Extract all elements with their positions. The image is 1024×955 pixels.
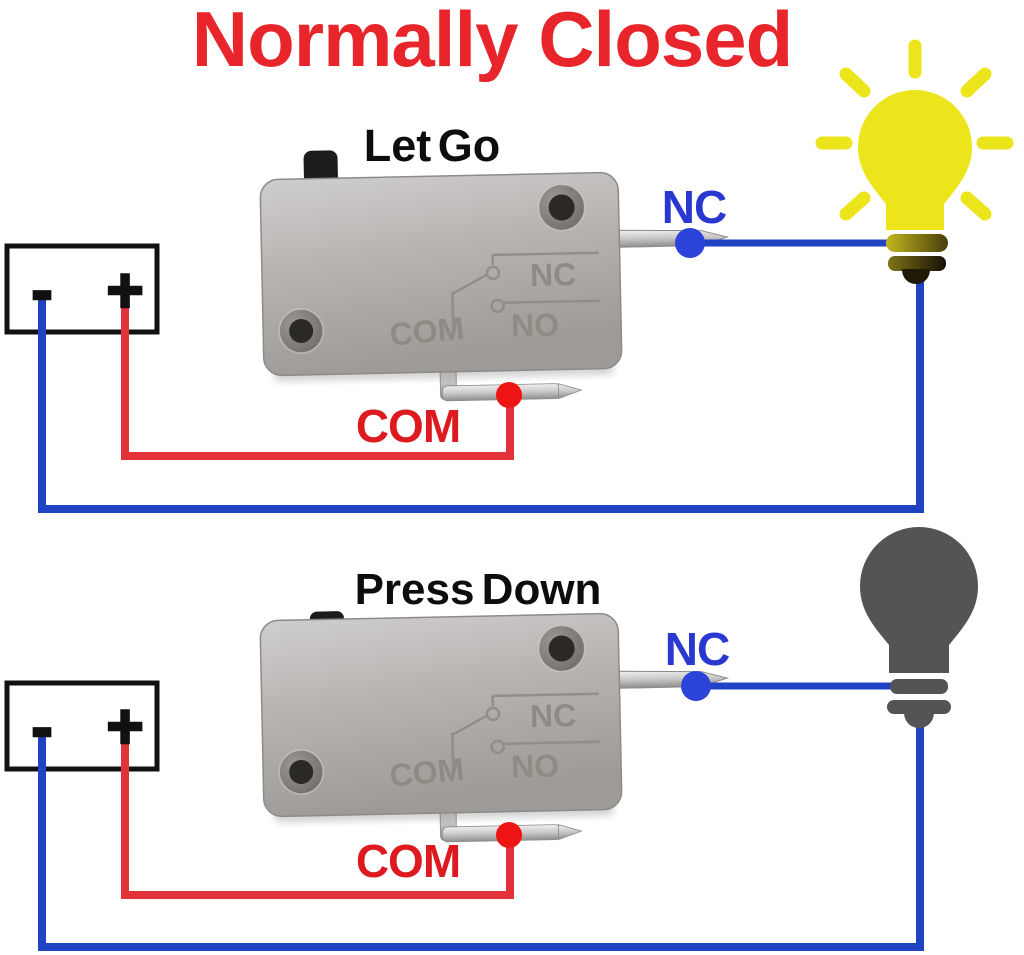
- nc-terminal-dot: [675, 228, 705, 258]
- light-bulb-off: [860, 527, 978, 728]
- bulb-base-tip: [902, 269, 930, 284]
- battery-box: [4, 680, 160, 772]
- micro-switch: NC NO COM: [259, 150, 730, 402]
- switch-body: [259, 171, 623, 377]
- bulb-base-stripe: [890, 679, 948, 694]
- scene2-battery-plus: +: [105, 689, 145, 764]
- switch-marking-com: COM: [388, 751, 466, 794]
- nc-terminal-dot: [681, 671, 711, 701]
- scene1-action-label: Let Go: [363, 120, 501, 171]
- bulb-ray: [960, 191, 992, 221]
- positive-wire: [121, 740, 514, 899]
- bulb-base-stripe: [886, 234, 948, 252]
- negative-wire: [38, 726, 924, 951]
- battery-box: [4, 243, 160, 335]
- scene2-nc-label: NC: [664, 623, 730, 675]
- mounting-hole-top: [537, 624, 586, 673]
- scene2-com-label: COM: [355, 835, 461, 887]
- bulb-globe: [860, 527, 978, 673]
- mounting-hole-bottom: [278, 749, 324, 795]
- com-terminal-dot: [496, 822, 522, 848]
- switch-marking-com: COM: [388, 310, 466, 353]
- com-terminal-dot: [496, 382, 522, 408]
- micro-switch: NC NO COM: [259, 611, 730, 843]
- bulb-base-contact: [887, 700, 951, 714]
- bulb-globe: [858, 90, 972, 230]
- scene-let-go: NC NO COM: [4, 39, 1014, 513]
- switch-body: [259, 612, 623, 818]
- scene1-com-label: COM: [355, 400, 461, 452]
- mounting-hole-top: [537, 183, 586, 232]
- scene2-battery-minus: -: [30, 690, 54, 765]
- positive-wire: [121, 304, 514, 460]
- switch-marking-no: NO: [511, 748, 560, 785]
- bulb-ray: [839, 191, 871, 221]
- switch-circuit-engraving: [451, 251, 600, 332]
- scene1-battery-minus: -: [30, 253, 54, 328]
- bulb-rays: [815, 39, 1014, 221]
- scene-press-down: NC NO COM: [4, 527, 978, 951]
- negative-wire: [38, 280, 924, 513]
- switch-marking-no: NO: [511, 307, 560, 344]
- bulb-ray: [839, 67, 871, 98]
- switch-marking-nc: NC: [530, 256, 577, 293]
- bulb-ray: [960, 67, 992, 98]
- scene1-battery-plus: +: [105, 253, 145, 328]
- scene1-nc-label: NC: [661, 181, 727, 233]
- switch-marking-nc: NC: [530, 697, 577, 734]
- page-title: Normally Closed: [191, 0, 794, 83]
- switch-circuit-engraving: [451, 692, 600, 773]
- light-bulb-on: [815, 39, 1014, 284]
- bulb-base-contact: [888, 256, 946, 271]
- bulb-base-tip: [904, 712, 934, 728]
- mounting-hole-bottom: [278, 308, 324, 354]
- scene2-action-label: Press Down: [354, 565, 602, 614]
